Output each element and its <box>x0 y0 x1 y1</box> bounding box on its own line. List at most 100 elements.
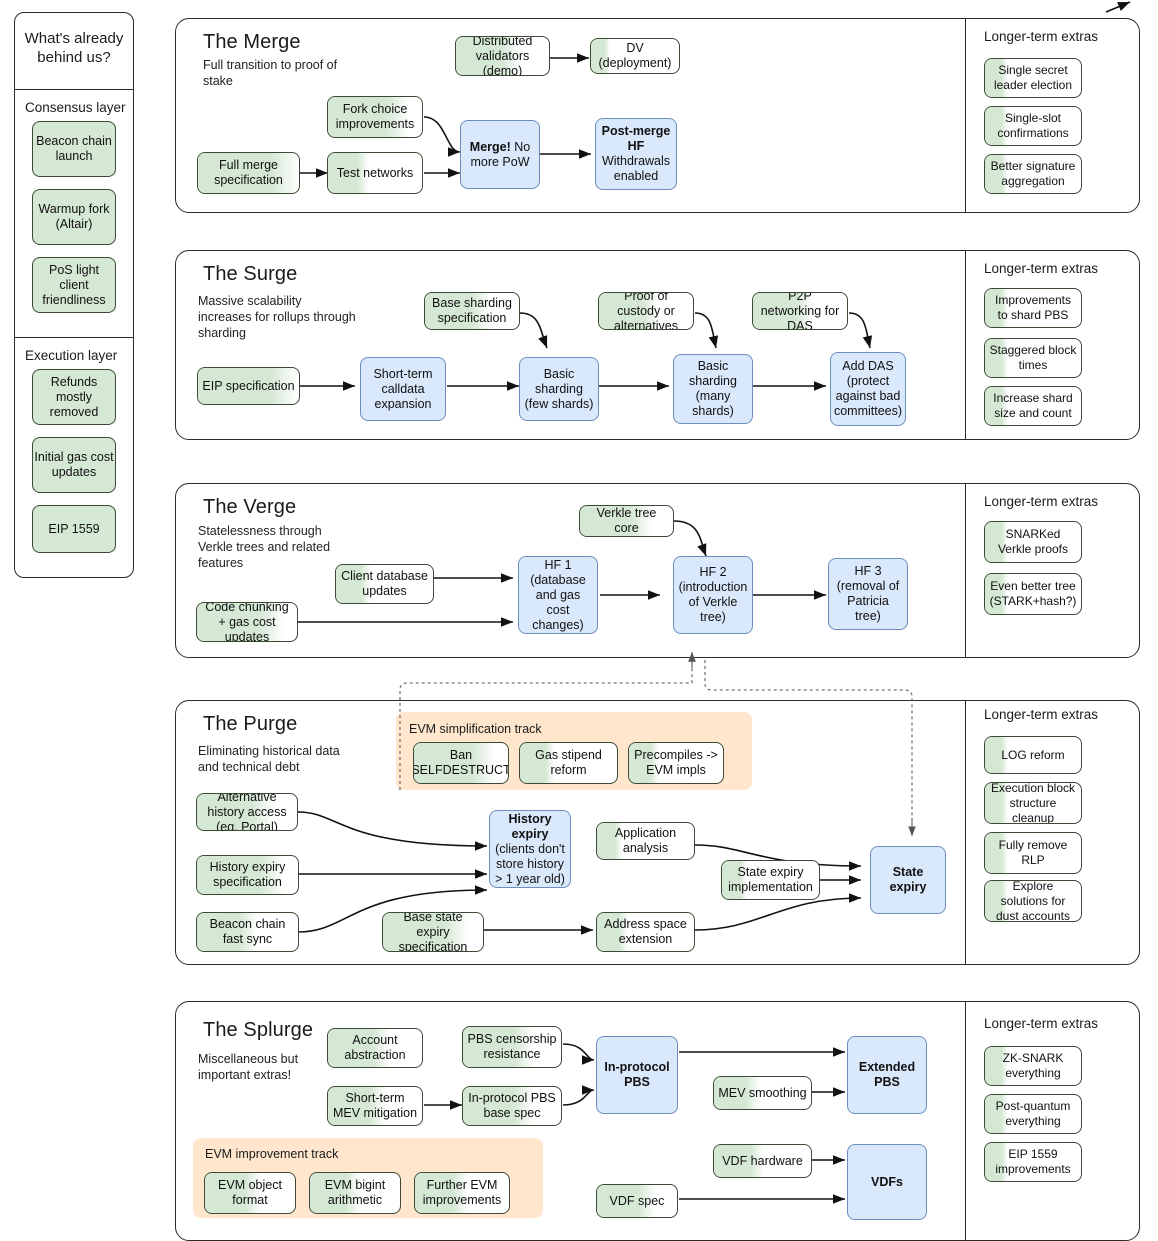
extras-title-surge: Longer-term extras <box>984 261 1099 276</box>
extras-title-purge: Longer-term extras <box>984 707 1099 722</box>
extras-item-3-0[interactable]: LOG reform <box>984 736 1082 774</box>
node-s-poc[interactable]: Proof of custody or alternatives <box>598 292 694 330</box>
node-p-addr[interactable]: Address space extension <box>596 912 695 952</box>
extras-item-0-1[interactable]: Single-slot confirmations <box>984 106 1082 146</box>
node-p-alt[interactable]: Alternative history access (eg. Portal) <box>196 793 298 831</box>
sidebar-item[interactable]: PoS light client friendliness <box>32 257 116 313</box>
sidebar-item[interactable]: EIP 1559 <box>32 505 116 553</box>
progress-fill <box>597 913 629 951</box>
extras-item-4-1[interactable]: Post-quantum everything <box>984 1094 1082 1134</box>
node-s-calld[interactable]: Short-term calldata expansion <box>360 357 446 421</box>
progress-fill <box>591 39 611 73</box>
progress-fill <box>985 522 1009 562</box>
node-s-base[interactable]: Base sharding specification <box>424 292 520 330</box>
sidebar-item[interactable]: Warmup fork (Altair) <box>32 189 116 245</box>
node-x-vdfspec[interactable]: VDF spec <box>596 1184 678 1218</box>
track-item-4-2[interactable]: Further EVM improvements <box>414 1172 510 1214</box>
node-x-vdfs[interactable]: VDFs <box>847 1144 927 1220</box>
node-s-eip[interactable]: EIP specification <box>197 367 300 405</box>
node-p-sexp[interactable]: State expiry <box>870 846 946 914</box>
extras-item-0-0[interactable]: Single secret leader election <box>984 58 1082 98</box>
node-x-extpbs[interactable]: Extended PBS <box>847 1036 927 1114</box>
node-m-dv-dep[interactable]: DV (deployment) <box>590 38 680 74</box>
node-p-hspec[interactable]: History expiry specification <box>196 855 299 895</box>
extras-item-3-1[interactable]: Execution block structure cleanup <box>984 782 1082 824</box>
node-label: PBS censorship resistance <box>467 1032 557 1061</box>
node-x-pbsspec[interactable]: In-protocol PBS base spec <box>462 1086 562 1126</box>
progress-fill <box>198 153 299 193</box>
node-label: Merge! No more PoW <box>469 139 531 169</box>
node-v-chunk[interactable]: Code chunking + gas cost updates <box>196 602 298 642</box>
sidebar-heading-section: What's already behind us? <box>15 13 133 90</box>
node-s-das[interactable]: Add DAS (protect against bad committees) <box>830 352 906 426</box>
node-m-spec[interactable]: Full merge specification <box>197 152 300 194</box>
node-m-dv-demo[interactable]: Distributed validators (demo) <box>455 36 550 76</box>
node-s-p2p[interactable]: P2P networking for DAS <box>752 292 848 330</box>
node-x-aa[interactable]: Account abstraction <box>327 1028 423 1068</box>
node-label: Extended PBS <box>858 1060 916 1089</box>
node-p-bcfs[interactable]: Beacon chain fast sync <box>196 912 299 952</box>
section-subtitle-surge: Massive scalability increases for rollup… <box>198 294 356 340</box>
progress-fill <box>753 293 814 329</box>
node-label: HF 2 (introduction of Verkle tree) <box>678 565 748 624</box>
extras-item-2-1[interactable]: Even better tree (STARK+hash?) <box>984 573 1082 615</box>
evm-simplification-track-title: EVM simplification track <box>409 722 542 736</box>
track-item-3-0[interactable]: Ban SELFDESTRUCT <box>413 742 509 784</box>
sidebar-section-label: Execution layer <box>25 348 118 363</box>
progress-fill <box>714 1145 765 1177</box>
node-m-merge[interactable]: Merge! No more PoW <box>460 120 540 189</box>
progress-fill <box>456 37 521 75</box>
node-label: VDF hardware <box>722 1153 803 1168</box>
node-x-pbscr[interactable]: PBS censorship resistance <box>462 1026 562 1068</box>
node-v-cdb[interactable]: Client database updates <box>335 564 434 604</box>
progress-fill <box>985 1095 1009 1133</box>
node-x-vdfhw[interactable]: VDF hardware <box>713 1144 812 1178</box>
extras-item-1-0[interactable]: Improvements to shard PBS <box>984 288 1082 328</box>
extras-item-1-1[interactable]: Staggered block times <box>984 338 1082 378</box>
node-p-seimpl[interactable]: State expiry implementation <box>721 860 820 900</box>
extras-item-2-0[interactable]: SNARKed Verkle proofs <box>984 521 1082 563</box>
track-item-3-1[interactable]: Gas stipend reform <box>519 742 618 784</box>
section-subtitle-merge: Full transition to proof of stake <box>203 58 338 88</box>
node-v-hf1[interactable]: HF 1 (database and gas cost changes) <box>518 556 598 634</box>
node-s-few[interactable]: Basic sharding (few shards) <box>519 357 599 421</box>
node-v-hf3[interactable]: HF 3 (removal of Patricia tree) <box>828 558 908 630</box>
section-subtitle-verge: Statelessness through Verkle trees and r… <box>198 524 331 570</box>
node-x-mevsm[interactable]: MEV smoothing <box>713 1076 812 1110</box>
node-label: History expiry specification <box>209 860 286 889</box>
node-m-posthf[interactable]: Post-merge HF Withdrawals enabled <box>595 118 677 190</box>
node-p-hexp[interactable]: History expiry (clients don't store hist… <box>489 810 571 888</box>
track-item-3-2[interactable]: Precompiles -> EVM impls <box>628 742 724 784</box>
node-p-bsespec[interactable]: Base state expiry specification <box>382 912 484 952</box>
node-label: Single-slot confirmations <box>997 111 1069 140</box>
extras-item-4-2[interactable]: EIP 1559 improvements <box>984 1142 1082 1182</box>
node-label: Full merge specification <box>214 158 283 187</box>
node-m-fork[interactable]: Fork choice improvements <box>327 96 423 138</box>
extras-title-merge: Longer-term extras <box>984 29 1099 44</box>
track-item-4-0[interactable]: EVM object format <box>204 1172 296 1214</box>
sidebar-item[interactable]: Initial gas cost updates <box>32 437 116 493</box>
sidebar-item[interactable]: Refunds mostly removed <box>32 369 116 425</box>
node-label: Fork choice improvements <box>335 102 415 131</box>
track-item-4-1[interactable]: EVM bigint arithmetic <box>309 1172 401 1214</box>
node-v-core[interactable]: Verkle tree core <box>579 505 674 537</box>
extras-title-verge: Longer-term extras <box>984 494 1099 509</box>
node-m-testnets[interactable]: Test networks <box>327 152 423 194</box>
node-x-mev[interactable]: Short-term MEV mitigation <box>327 1086 423 1126</box>
extras-item-0-2[interactable]: Better signature aggregation <box>984 154 1082 194</box>
node-x-ippbs[interactable]: In-protocol PBS <box>596 1036 678 1114</box>
node-p-appan[interactable]: Application analysis <box>596 822 695 860</box>
progress-fill <box>328 1029 391 1067</box>
extras-item-4-0[interactable]: ZK-SNARK everything <box>984 1046 1082 1086</box>
progress-fill <box>722 861 748 899</box>
sidebar-item[interactable]: Beacon chain launch <box>32 121 116 177</box>
node-label: Basic sharding (few shards) <box>524 366 594 411</box>
extras-item-3-3[interactable]: Explore solutions for dust accounts <box>984 880 1082 922</box>
node-s-many[interactable]: Basic sharding (many shards) <box>673 354 753 424</box>
node-v-hf2[interactable]: HF 2 (introduction of Verkle tree) <box>673 556 753 634</box>
node-label: Verkle tree core <box>596 506 657 535</box>
extras-item-3-2[interactable]: Fully remove RLP <box>984 832 1082 874</box>
extras-item-1-2[interactable]: Increase shard size and count <box>984 386 1082 426</box>
progress-fill <box>714 1077 759 1109</box>
